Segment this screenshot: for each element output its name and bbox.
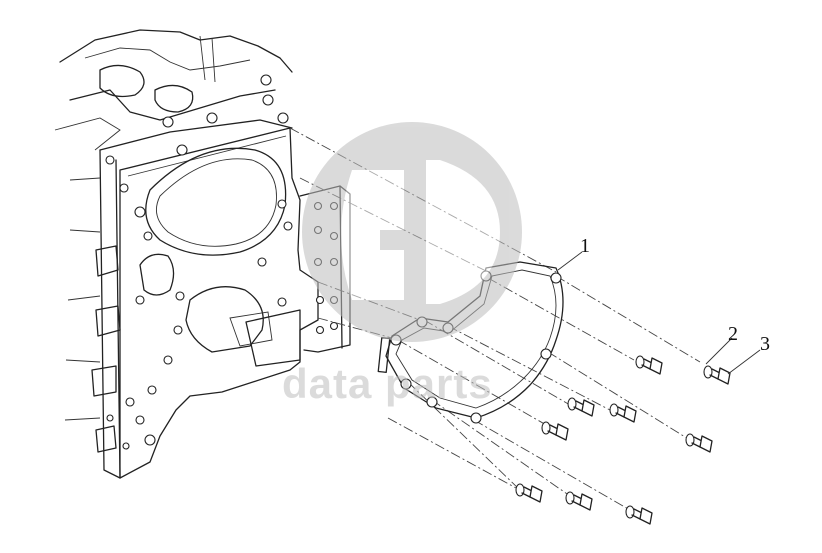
bolt-head — [581, 399, 595, 417]
washer — [703, 365, 713, 379]
bolt — [685, 433, 713, 453]
washer — [685, 433, 695, 447]
bolt — [515, 483, 543, 503]
washer — [635, 355, 645, 369]
watermark — [302, 122, 522, 342]
washer — [515, 483, 525, 497]
bolt-head — [579, 493, 593, 511]
washer — [567, 397, 577, 411]
bolt-head — [717, 367, 731, 385]
bolt — [541, 421, 569, 441]
callout-1: 1 — [580, 235, 590, 257]
watermark-logo-left — [341, 170, 408, 300]
leader-lines — [557, 251, 761, 375]
washer — [541, 421, 551, 435]
bolt-head — [649, 357, 663, 375]
bolt — [565, 491, 593, 511]
watermark-logo-right — [420, 160, 500, 304]
bolt-head — [639, 507, 653, 525]
bolt — [625, 505, 653, 525]
bolt — [703, 365, 731, 385]
watermark-text: data parts — [282, 360, 493, 407]
bolt — [609, 403, 637, 423]
callout-3: 3 — [760, 333, 770, 355]
bolt-head — [555, 423, 569, 441]
watermark-logo-bar — [404, 148, 426, 314]
washer — [565, 491, 575, 505]
engine-block — [54, 29, 319, 479]
bolt — [635, 355, 663, 375]
callout-2: 2 — [728, 323, 738, 345]
bolt-head — [699, 435, 713, 453]
bolt-head — [529, 485, 543, 503]
washer — [609, 403, 619, 417]
bolt — [567, 397, 595, 417]
bolt-group — [515, 355, 731, 525]
bolt-head — [623, 405, 637, 423]
washer — [625, 505, 635, 519]
